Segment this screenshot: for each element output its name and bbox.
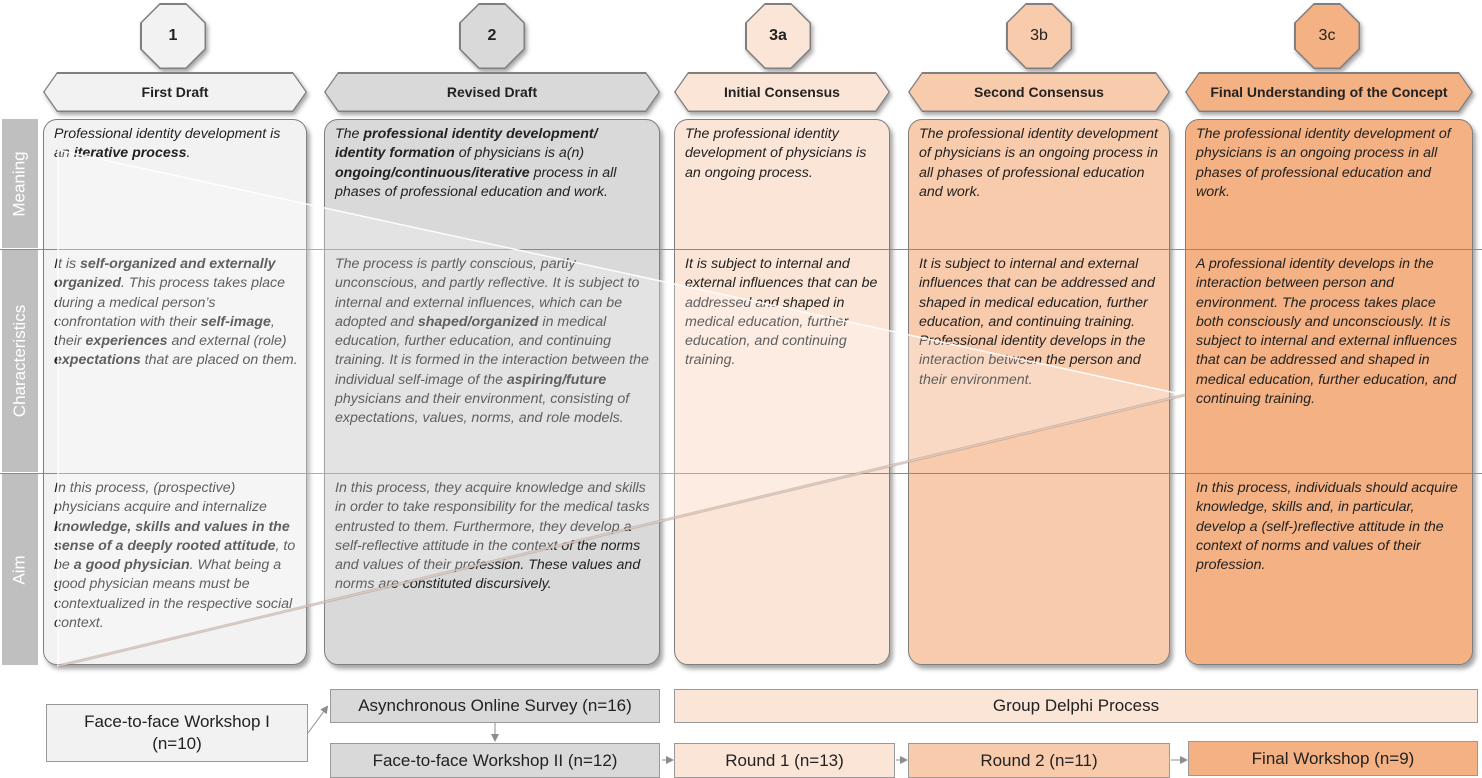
stage-title: First Draft — [45, 74, 306, 111]
stage-title: Final Understanding of the Concept — [1187, 74, 1472, 111]
flow-delphi-process-label: Group Delphi Process — [992, 696, 1160, 715]
cell-characteristics: It is self-organized and externally orga… — [54, 256, 298, 369]
flow-final-workshop-label: Final Workshop (n=9) — [1251, 748, 1415, 768]
cell-aim: In this process, individuals should acqu… — [1196, 480, 1458, 574]
flow-online-survey: Asynchronous Online Survey (n=16) — [330, 689, 660, 723]
cell-meaning: Professional identity development is an … — [54, 126, 281, 162]
octagon-shape: 3b — [1006, 3, 1072, 69]
stage-number: 3b — [1007, 4, 1071, 68]
cell-aim: In this process, (prospective) physician… — [54, 480, 296, 632]
stage-column: The professional identity development of… — [674, 119, 890, 665]
stage-header: Final Understanding of the Concept — [1185, 72, 1473, 112]
flow-workshop-2: Face-to-face Workshop II (n=12) — [330, 743, 660, 778]
stage-title: Initial Consensus — [676, 74, 889, 111]
cell-meaning: The professional identity development of… — [1196, 126, 1451, 200]
row-label-aim-text: Aim — [10, 554, 29, 585]
stage-header: Initial Consensus — [674, 72, 890, 112]
cell-characteristics: It is subject to internal and external i… — [919, 256, 1155, 388]
stage-number-badge: 3a — [745, 3, 811, 69]
stage-header-shape: Revised Draft — [324, 72, 660, 112]
stage-header-shape: Initial Consensus — [674, 72, 890, 112]
cell-meaning: The professional identity development of… — [685, 126, 867, 181]
divider-meaning-characteristics — [0, 249, 1482, 250]
row-label-characteristics-text: Characteristics — [10, 304, 30, 418]
octagon-shape: 3a — [745, 3, 811, 69]
stage-header: Revised Draft — [324, 72, 660, 112]
stage-header: First Draft — [43, 72, 307, 112]
flow-online-survey-label: Asynchronous Online Survey (n=16) — [358, 696, 632, 715]
stage-column: The professional identity development of… — [908, 119, 1170, 665]
stage-number: 3c — [1295, 4, 1359, 68]
stage-number-badge: 3c — [1294, 3, 1360, 69]
flow-delphi-process: Group Delphi Process — [674, 689, 1478, 723]
row-label-meaning-text: Meaning — [10, 150, 29, 217]
row-label-aim: Aim — [2, 474, 38, 665]
flow-workshop-2-label: Face-to-face Workshop II (n=12) — [372, 750, 618, 770]
stage-header-shape: First Draft — [43, 72, 307, 112]
stage-number-badge: 2 — [459, 3, 525, 69]
octagon-shape: 1 — [140, 3, 206, 69]
stage-header-shape: Final Understanding of the Concept — [1185, 72, 1473, 112]
stage-number: 1 — [141, 4, 205, 68]
row-label-meaning: Meaning — [2, 119, 38, 248]
stage-header-shape: Second Consensus — [908, 72, 1170, 112]
arrow-workshop1-to-survey — [307, 705, 329, 734]
stage-number: 3a — [746, 4, 810, 68]
flow-workshop-1: Face-to-face Workshop I (n=10) — [46, 704, 308, 762]
cell-characteristics: A professional identity develops in the … — [1196, 256, 1458, 408]
flow-round-1-label: Round 1 (n=13) — [725, 750, 844, 770]
stage-number-badge: 1 — [140, 3, 206, 69]
flow-round-2: Round 2 (n=11) — [908, 743, 1170, 778]
stage-column: The professional identity development/ i… — [324, 119, 660, 665]
stage-column: Professional identity development is an … — [43, 119, 307, 665]
stage-number: 2 — [460, 4, 524, 68]
cell-characteristics: The process is partly conscious, partly … — [335, 256, 649, 427]
stage-number-badge: 3b — [1006, 3, 1072, 69]
flow-final-workshop: Final Workshop (n=9) — [1188, 741, 1478, 776]
cell-meaning: The professional identity development/ i… — [335, 126, 617, 200]
cell-meaning: The professional identity development of… — [919, 126, 1158, 200]
divider-characteristics-aim — [0, 473, 1482, 474]
flow-round-1: Round 1 (n=13) — [674, 743, 895, 778]
stage-title: Revised Draft — [326, 74, 659, 111]
row-label-characteristics: Characteristics — [2, 250, 38, 472]
stage-header: Second Consensus — [908, 72, 1170, 112]
octagon-shape: 3c — [1294, 3, 1360, 69]
stage-column: The professional identity development of… — [1185, 119, 1473, 665]
stage-title: Second Consensus — [910, 74, 1169, 111]
flow-round-2-label: Round 2 (n=11) — [980, 750, 1098, 770]
cell-aim: In this process, they acquire knowledge … — [335, 480, 650, 593]
octagon-shape: 2 — [459, 3, 525, 69]
flow-workshop-1-label: Face-to-face Workshop I (n=10) — [84, 712, 270, 753]
cell-characteristics: It is subject to internal and external i… — [685, 256, 878, 369]
